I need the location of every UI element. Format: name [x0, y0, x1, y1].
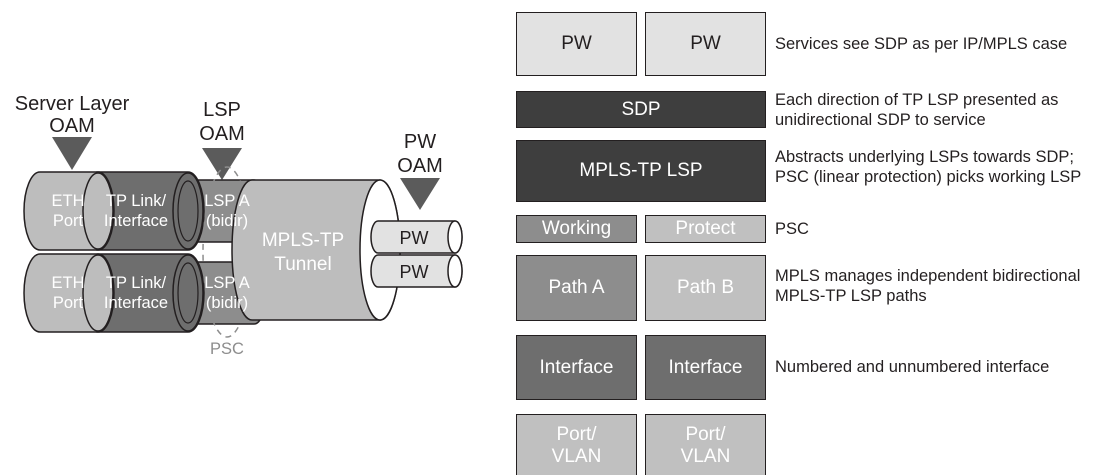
eth-port-label-bottom-1: ETH [52, 274, 85, 292]
bottom-pipe-group [23, 253, 267, 333]
lsp-oam-label-1: LSP [203, 99, 241, 121]
server-layer-oam-label-2: OAM [49, 115, 95, 137]
top-pipe-group [23, 171, 267, 251]
psc-description: PSC [775, 220, 809, 238]
tunnel-label-2: Tunnel [274, 254, 331, 275]
server-layer-oam-arrow [52, 137, 92, 170]
pw-oam-label-1: PW [404, 131, 436, 153]
protect-box: Protect [645, 215, 766, 243]
lsp-oam-arrow [202, 148, 242, 180]
sdp-description: Each direction of TP LSP presented as un… [775, 91, 1059, 129]
pw-box-1: PW [516, 12, 637, 76]
server-layer-oam-label-1: Server Layer [15, 93, 130, 115]
lsp-a-label-top-2: (bidir) [206, 212, 248, 230]
pw-description: Services see SDP as per IP/MPLS case [775, 35, 1068, 53]
pw-pipe-top [370, 220, 463, 254]
working-box: Working [516, 215, 637, 243]
tp-link-label-top-1: TP Link/ [106, 192, 167, 210]
tp-link-label-top-2: Interface [104, 212, 168, 230]
mpls-tp-lsp-box: MPLS-TP LSP [516, 140, 766, 202]
lsp-oam-label-2: OAM [199, 123, 245, 145]
interface-box-2: Interface [645, 335, 766, 400]
interface-description: Numbered and unnumbered interface [775, 358, 1050, 376]
port-vlan-box-2: Port/ VLAN [645, 414, 766, 475]
port-vlan-box-1: Port/ VLAN [516, 414, 637, 475]
psc-label: PSC [210, 340, 244, 358]
tp-link-label-bottom-2: Interface [104, 294, 168, 312]
pw-pipe-bottom [370, 254, 463, 288]
pw-oam-arrow [400, 178, 440, 210]
eth-port-label-top-1: ETH [52, 192, 85, 210]
path-b-box: Path B [645, 255, 766, 321]
lsp-a-label-bottom-1: LSP A [204, 274, 250, 292]
eth-port-label-bottom-2: Port [53, 294, 84, 312]
path-a-box: Path A [516, 255, 637, 321]
path-description: MPLS manages independent bidirectional M… [775, 267, 1081, 305]
sdp-box: SDP [516, 91, 766, 128]
pw-label-top: PW [400, 228, 429, 248]
tunnel-diagram: Server Layer OAM LSP OAM PW OAM [15, 93, 463, 358]
interface-box-1: Interface [516, 335, 637, 400]
tp-link-label-bottom-1: TP Link/ [106, 274, 167, 292]
pw-oam-label-2: OAM [397, 155, 443, 177]
pw-label-bottom: PW [400, 262, 429, 282]
tunnel-label-1: MPLS-TP [262, 230, 344, 251]
mpls-tp-lsp-description: Abstracts underlying LSPs towards SDP; P… [775, 148, 1082, 186]
lsp-a-label-top-1: LSP A [204, 192, 250, 210]
lsp-a-label-bottom-2: (bidir) [206, 294, 248, 312]
eth-port-label-top-2: Port [53, 212, 84, 230]
pw-box-2: PW [645, 12, 766, 76]
